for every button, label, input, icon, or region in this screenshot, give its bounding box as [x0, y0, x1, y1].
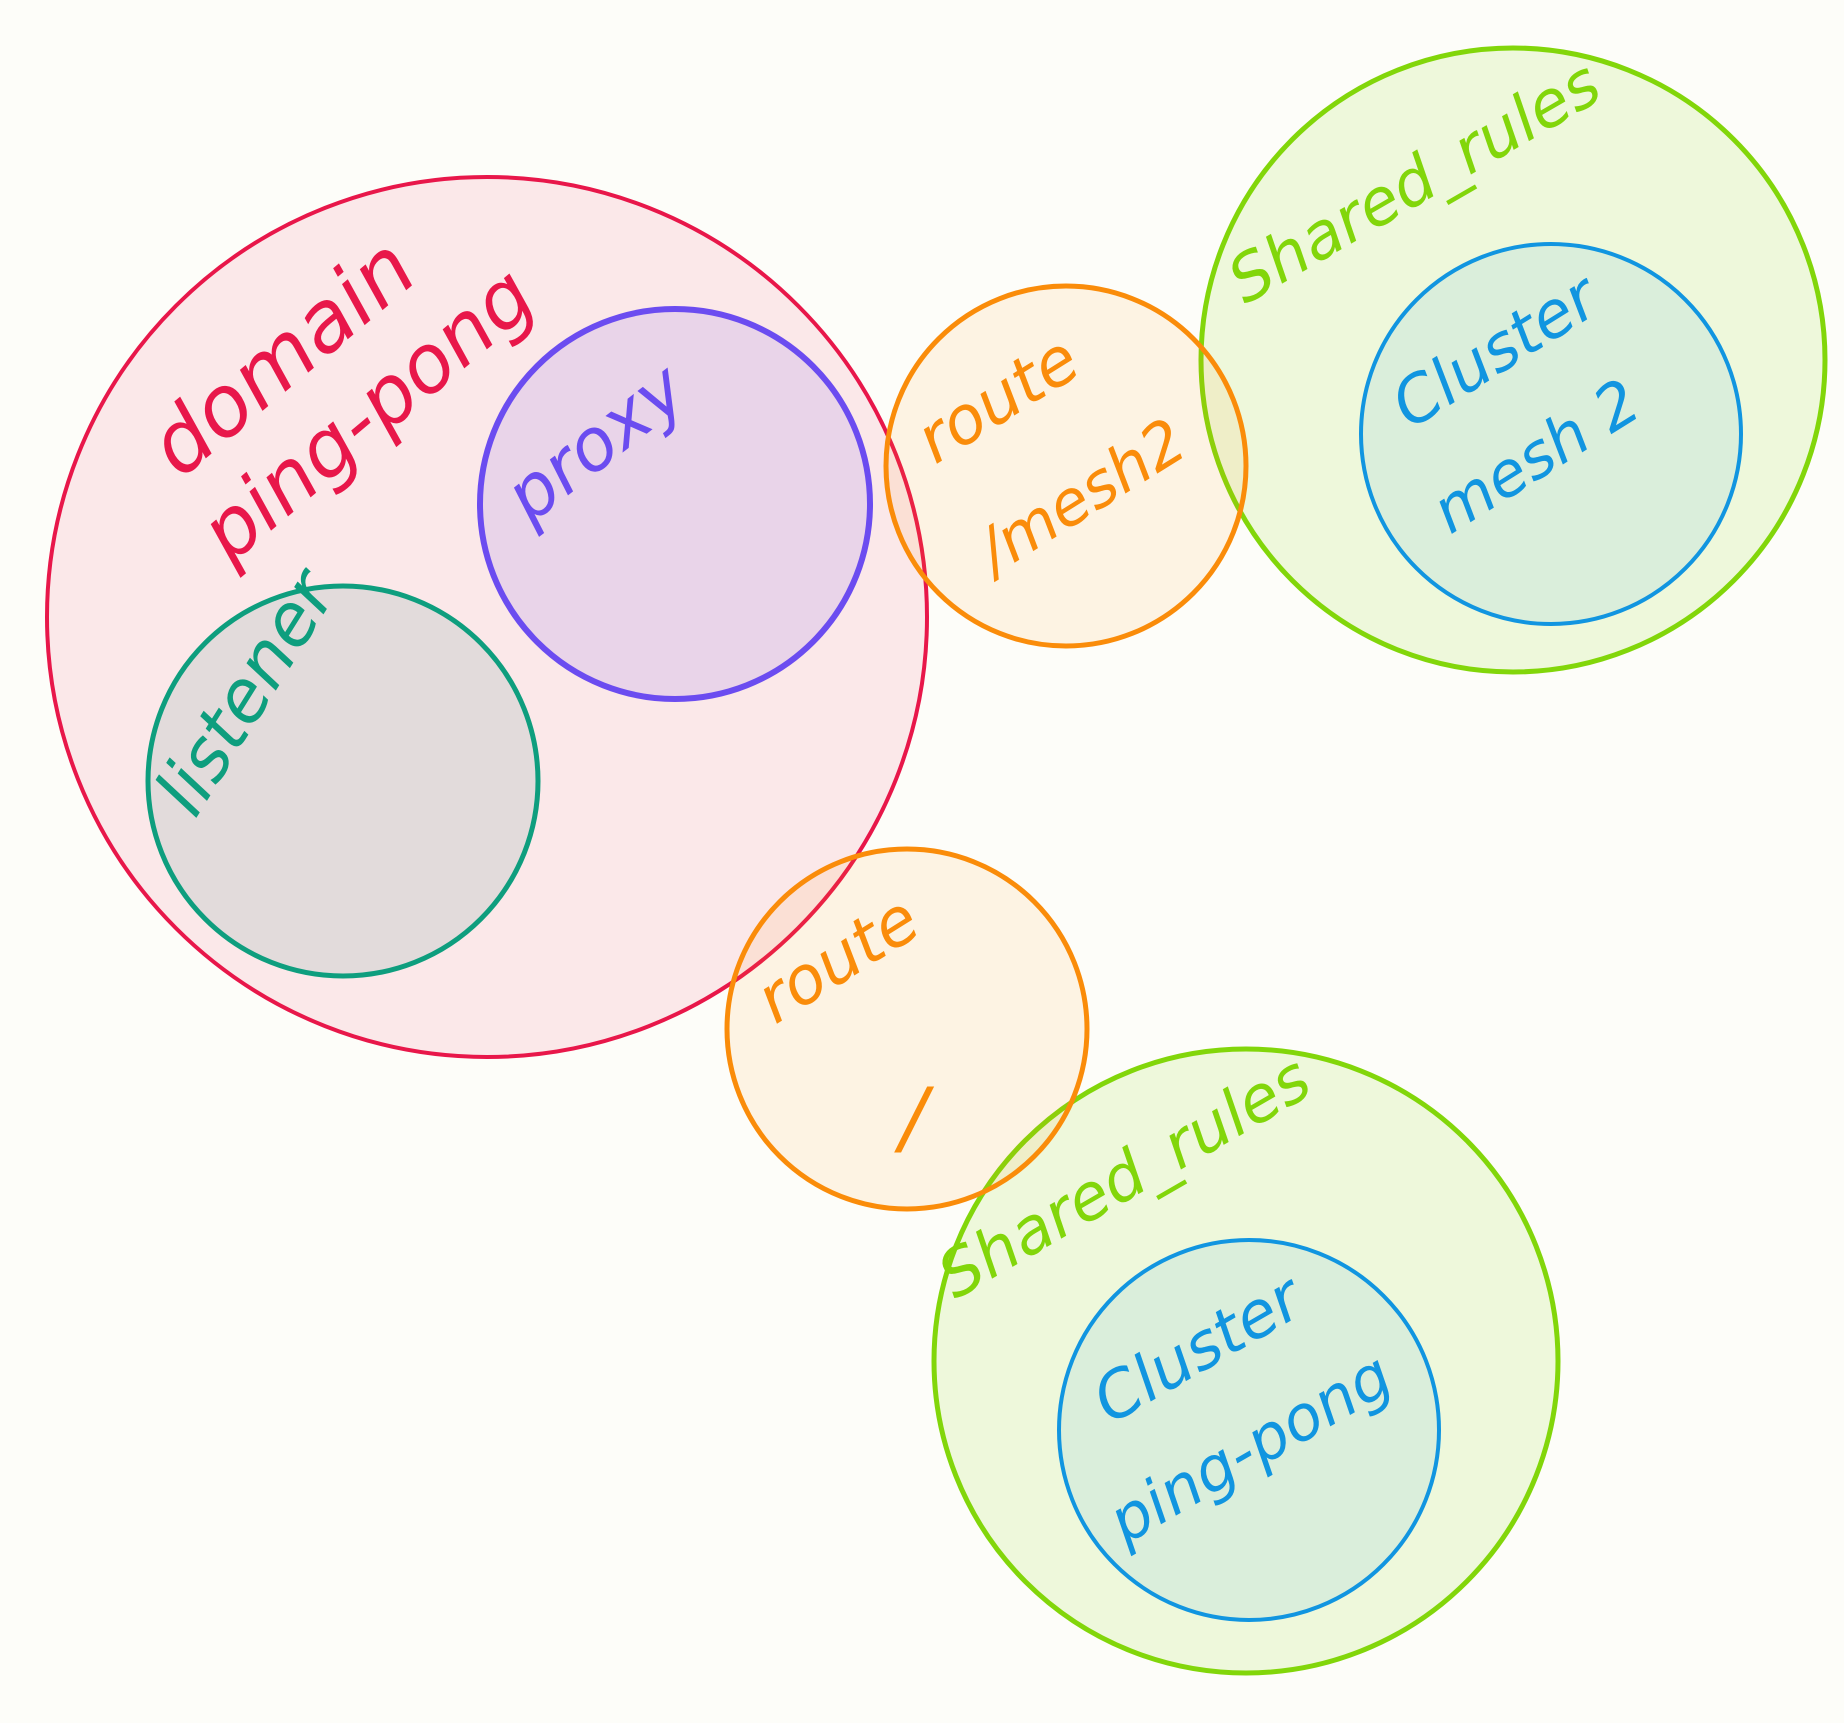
- listener-circle: [145, 583, 541, 979]
- cluster-pingpong-circle: [1057, 1238, 1441, 1622]
- circles-layer: [45, 45, 1828, 1676]
- shared-rules-a-circle: [1198, 45, 1828, 675]
- proxy-circle: [477, 306, 873, 702]
- cluster-mesh2-circle: [1359, 242, 1743, 626]
- route-mesh2-circle: [883, 283, 1249, 649]
- route-root-circle: [724, 846, 1090, 1212]
- shared-rules-b-circle: [931, 1046, 1561, 1676]
